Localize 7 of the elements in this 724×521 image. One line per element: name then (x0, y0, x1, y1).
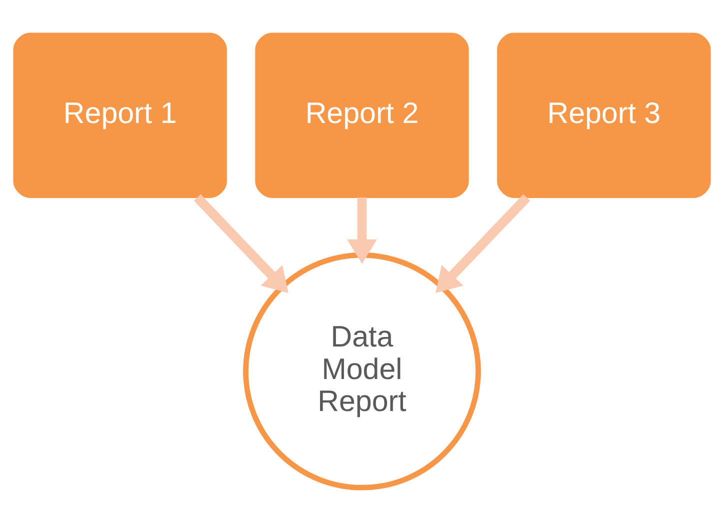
node-circle: Data Model Report (243, 252, 481, 490)
node-box: Report 2 (255, 32, 469, 198)
arrow (436, 194, 530, 293)
arrow (194, 194, 288, 293)
arrow (347, 198, 377, 264)
node-box: Report 1 (13, 32, 227, 198)
node-box: Report 3 (497, 32, 711, 198)
